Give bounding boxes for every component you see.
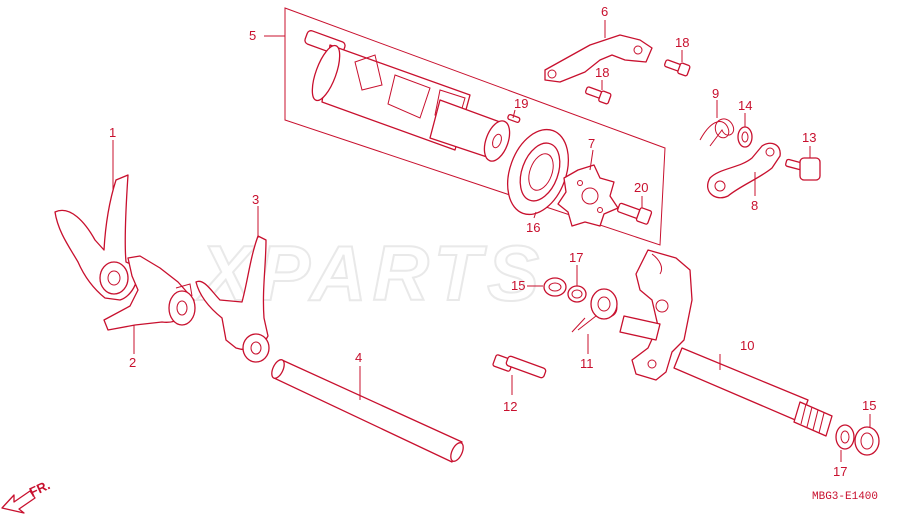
bolt-18-upper[interactable] bbox=[664, 59, 691, 77]
callout-15-lower: 15 bbox=[862, 398, 876, 413]
fork-shaft[interactable] bbox=[269, 358, 466, 463]
callout-13: 13 bbox=[802, 130, 816, 145]
shift-fork-1[interactable] bbox=[54, 174, 141, 301]
assembly-group-box bbox=[284, 7, 666, 246]
diagram-code: MBG3-E1400 bbox=[812, 491, 878, 503]
dowel-pin[interactable] bbox=[507, 113, 521, 123]
spring-pin-12[interactable] bbox=[492, 354, 547, 379]
direction-label: FR. bbox=[27, 477, 52, 499]
callout-9: 9 bbox=[712, 86, 719, 101]
callout-10: 10 bbox=[740, 338, 754, 353]
washer-15-lower[interactable] bbox=[854, 426, 880, 456]
shift-fork-3[interactable] bbox=[195, 235, 270, 363]
shift-arm-spring[interactable] bbox=[571, 288, 618, 333]
bolt-13[interactable] bbox=[785, 157, 821, 181]
callout-3: 3 bbox=[252, 192, 259, 207]
callout-14: 14 bbox=[738, 98, 752, 113]
gearshift-spindle[interactable] bbox=[619, 249, 833, 437]
callout-17-lower: 17 bbox=[833, 464, 847, 479]
stopper-arm[interactable] bbox=[707, 142, 781, 199]
leader-16 bbox=[533, 211, 537, 219]
collar-14[interactable] bbox=[737, 126, 753, 148]
callout-7: 7 bbox=[588, 136, 595, 151]
bolt-18-lower[interactable] bbox=[585, 86, 612, 105]
shift-drum[interactable] bbox=[304, 30, 515, 165]
callout-2: 2 bbox=[129, 355, 136, 370]
callout-12: 12 bbox=[503, 399, 517, 414]
callout-1: 1 bbox=[109, 125, 116, 140]
ball-bearing[interactable] bbox=[497, 121, 580, 223]
callout-6: 6 bbox=[601, 4, 608, 19]
callout-15-upper: 15 bbox=[511, 278, 525, 293]
leader-19 bbox=[512, 109, 516, 119]
callout-8: 8 bbox=[751, 198, 758, 213]
shift-fork-2[interactable] bbox=[103, 255, 196, 331]
bolt-20[interactable] bbox=[616, 202, 653, 225]
callout-4: 4 bbox=[355, 350, 362, 365]
circlip-17-lower[interactable] bbox=[835, 424, 855, 450]
circlip-17-upper[interactable] bbox=[567, 285, 587, 303]
callout-17-upper: 17 bbox=[569, 250, 583, 265]
washer-15-upper[interactable] bbox=[543, 277, 567, 297]
callout-5: 5 bbox=[249, 28, 256, 43]
stopper-plate[interactable] bbox=[544, 34, 653, 83]
callout-20: 20 bbox=[634, 180, 648, 195]
return-spring-9[interactable] bbox=[699, 118, 735, 147]
callout-16: 16 bbox=[526, 220, 540, 235]
callout-18-upper: 18 bbox=[675, 35, 689, 50]
front-arrow-icon bbox=[1, 490, 36, 514]
leader-7 bbox=[589, 149, 594, 171]
callout-18-lower: 18 bbox=[595, 65, 609, 80]
callout-19: 19 bbox=[514, 96, 528, 111]
callout-11: 11 bbox=[580, 356, 594, 371]
shift-drum-center[interactable] bbox=[557, 164, 619, 227]
